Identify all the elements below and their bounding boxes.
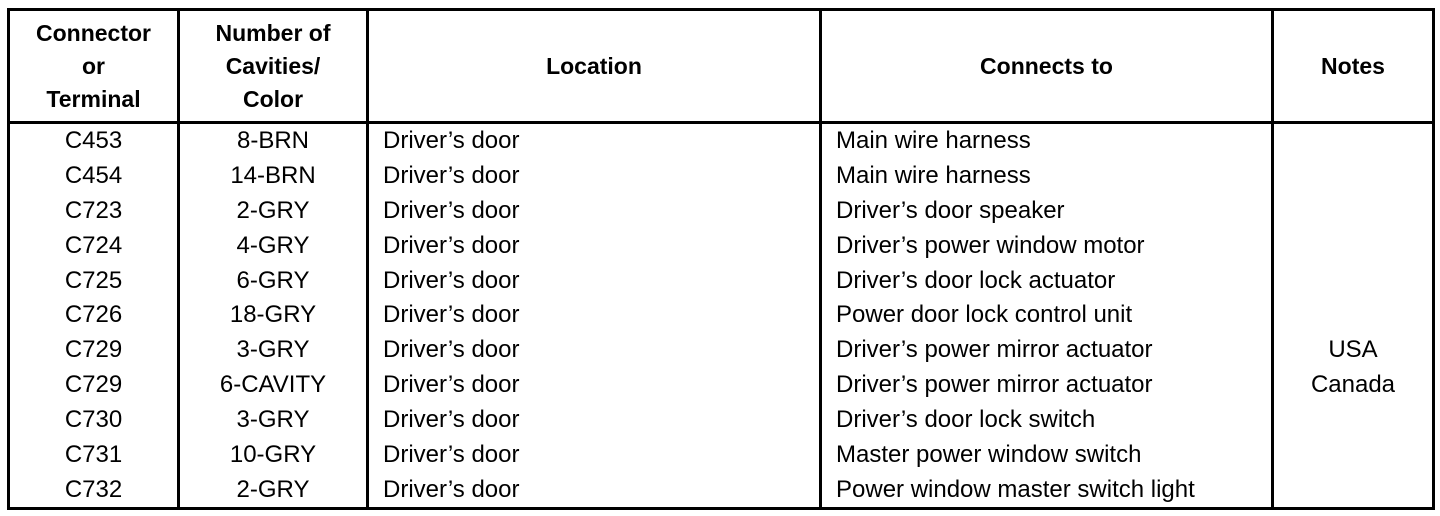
- cell-connector: C454: [7, 158, 180, 194]
- header-connector-line: Connector: [36, 19, 151, 46]
- cell-location: Driver’s door: [366, 332, 822, 368]
- header-cavities-line: Number of: [215, 19, 331, 46]
- cell-notes: [1271, 228, 1435, 264]
- header-connector-line: or: [82, 52, 105, 79]
- cell-connects-to: Driver’s power window motor: [819, 228, 1274, 264]
- header-connects-to: Connects to: [819, 8, 1274, 124]
- header-connector-line: Terminal: [46, 85, 141, 112]
- cell-connector: C729: [7, 367, 180, 403]
- cell-connects-to: Power door lock control unit: [819, 298, 1274, 333]
- cell-connector: C732: [7, 472, 180, 511]
- cell-notes: [1271, 472, 1435, 511]
- cell-connector: C726: [7, 298, 180, 333]
- cell-notes: [1271, 298, 1435, 333]
- header-cavities-line: Color: [242, 85, 304, 112]
- cell-location: Driver’s door: [366, 402, 822, 438]
- cell-location: Driver’s door: [366, 193, 822, 229]
- cell-notes: USA: [1271, 332, 1435, 368]
- cell-cavities: 6-GRY: [177, 263, 369, 299]
- cell-cavities: 6-CAVITY: [177, 367, 369, 403]
- cell-connects-to: Power window master switch light: [819, 472, 1274, 511]
- table-header-row: Connector or Terminal Number of Cavities…: [7, 8, 1435, 124]
- cell-location: Driver’s door: [366, 472, 822, 511]
- cell-cavities: 3-GRY: [177, 332, 369, 368]
- cell-notes: [1271, 263, 1435, 299]
- header-cavities: Number of Cavities/ Color: [177, 8, 369, 124]
- header-location: Location: [366, 8, 822, 124]
- cell-notes: [1271, 158, 1435, 194]
- cell-connects-to: Driver’s power mirror actuator: [819, 332, 1274, 368]
- cell-cavities: 3-GRY: [177, 402, 369, 438]
- cell-cavities: 2-GRY: [177, 472, 369, 511]
- header-notes: Notes: [1271, 8, 1435, 124]
- cell-connects-to: Main wire harness: [819, 122, 1274, 159]
- cell-location: Driver’s door: [366, 263, 822, 299]
- cell-cavities: 8-BRN: [177, 122, 369, 159]
- connector-table: Connector or Terminal Number of Cavities…: [7, 8, 1435, 511]
- cell-cavities: 18-GRY: [177, 298, 369, 333]
- cell-location: Driver’s door: [366, 437, 822, 473]
- cell-cavities: 2-GRY: [177, 193, 369, 229]
- cell-connector: C723: [7, 193, 180, 229]
- cell-notes: [1271, 437, 1435, 473]
- cell-connector: C453: [7, 122, 180, 159]
- cell-connector: C725: [7, 263, 180, 299]
- cell-cavities: 4-GRY: [177, 228, 369, 264]
- cell-connects-to: Driver’s door speaker: [819, 193, 1274, 229]
- cell-notes: [1271, 193, 1435, 229]
- cell-notes: [1271, 122, 1435, 159]
- cell-connects-to: Driver’s door lock actuator: [819, 263, 1274, 299]
- cell-connects-to: Driver’s power mirror actuator: [819, 367, 1274, 403]
- cell-notes: Canada: [1271, 367, 1435, 403]
- header-connector: Connector or Terminal: [7, 8, 180, 124]
- cell-cavities: 10-GRY: [177, 437, 369, 473]
- cell-location: Driver’s door: [366, 367, 822, 403]
- cell-connector: C729: [7, 332, 180, 368]
- cell-location: Driver’s door: [366, 228, 822, 264]
- cell-location: Driver’s door: [366, 122, 822, 159]
- cell-connects-to: Main wire harness: [819, 158, 1274, 194]
- cell-connector: C730: [7, 402, 180, 438]
- cell-connector: C731: [7, 437, 180, 473]
- cell-cavities: 14-BRN: [177, 158, 369, 194]
- cell-location: Driver’s door: [366, 158, 822, 194]
- cell-connects-to: Master power window switch: [819, 437, 1274, 473]
- cell-notes: [1271, 402, 1435, 438]
- header-cavities-line: Cavities/: [225, 52, 321, 79]
- cell-location: Driver’s door: [366, 298, 822, 333]
- cell-connector: C724: [7, 228, 180, 264]
- cell-connects-to: Driver’s door lock switch: [819, 402, 1274, 438]
